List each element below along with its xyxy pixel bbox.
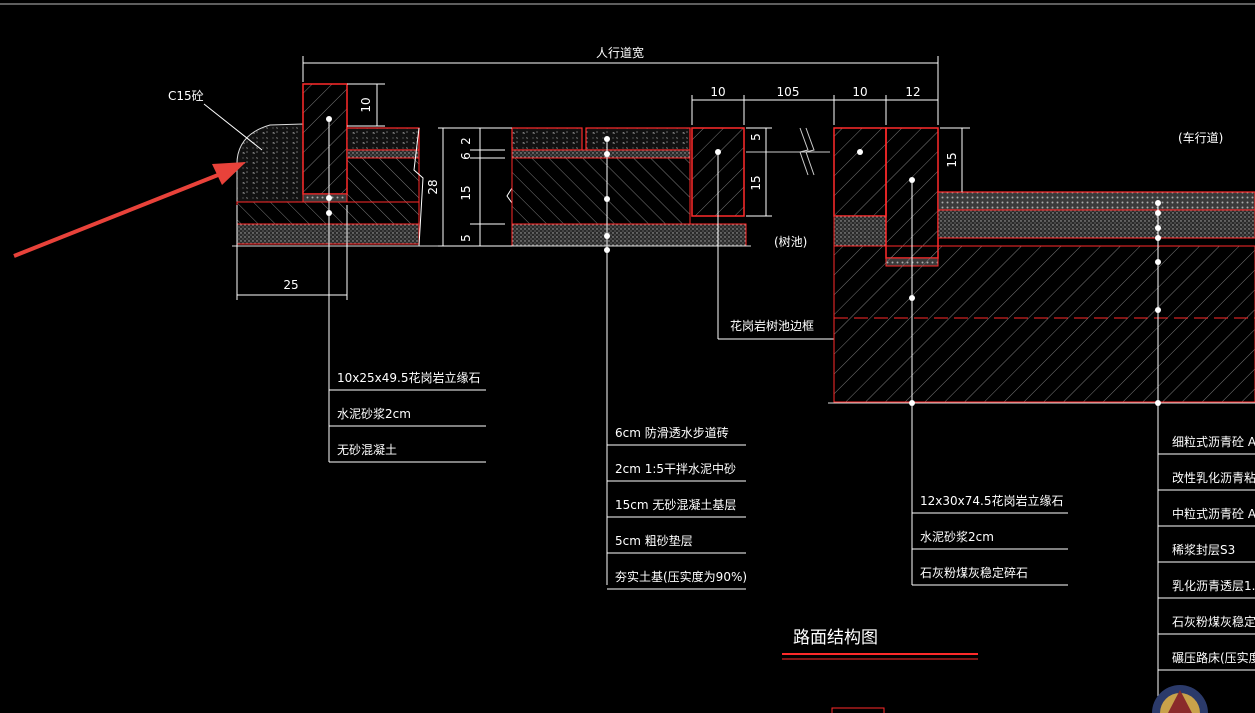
dim-curb2-w: 12 — [905, 85, 920, 99]
mid-sand-cushion — [511, 223, 747, 247]
dim-road-h: 15 — [945, 152, 959, 167]
left-curb-stone — [302, 83, 348, 195]
paver-1 — [511, 127, 583, 151]
callout-middle-item: 5cm 粗砂垫层 — [615, 533, 693, 548]
dim-pit-w2: 105 — [777, 85, 800, 99]
callout-middle-item: 6cm 防滑透水步道砖 — [615, 425, 729, 440]
left-paver — [346, 127, 420, 151]
dim-curb-base-width: 25 — [283, 278, 298, 292]
mid-base-layer — [511, 157, 691, 225]
callout-left-item: 10x25x49.5花岗岩立缘石 — [337, 370, 480, 385]
logo-fragment — [1152, 685, 1208, 713]
label-c15: C15砼 — [168, 89, 204, 103]
callout-road: 细粒式沥青砼 AC- 改性乳化沥青粘层0. 中粒式沥青砼 AC- 稀浆封层S3 乳化沥青… — [1158, 434, 1255, 671]
left-sand-layer — [346, 149, 420, 159]
road-surface-layer — [937, 191, 1255, 211]
left-curb-section — [232, 83, 424, 462]
callout-curb-item: 水泥砂浆2cm — [920, 529, 994, 544]
red-arrow-annotation — [13, 162, 246, 258]
dim-pit-w3: 10 — [852, 85, 867, 99]
right-road-section — [828, 127, 1255, 713]
left-base-layer — [346, 157, 420, 203]
left-sand-cushion — [236, 223, 420, 245]
label-tree-pit: (树池) — [774, 234, 807, 249]
dim-layer-d: 5 — [459, 234, 473, 242]
dim-layers-total: 28 — [426, 179, 440, 194]
diagram-title: 路面结构图 — [793, 628, 878, 648]
callout-road-item: 石灰粉煤灰稳定碎石( — [1172, 614, 1255, 629]
callout-curb-item: 12x30x74.5花岗岩立缘石 — [920, 493, 1063, 508]
middle-pavement-section — [232, 127, 834, 585]
callout-road-item: 稀浆封层S3 — [1172, 542, 1235, 557]
callout-road-item: 中粒式沥青砼 AC- — [1172, 506, 1255, 521]
dim-step-mid: 15 — [749, 175, 763, 190]
callout-road-item: 乳化沥青透层1.0L/ — [1172, 579, 1255, 593]
callout-middle: 6cm 防滑透水步道砖 2cm 1:5干拌水泥中砂 15cm 无砂混凝土基层 5cm … — [607, 425, 747, 590]
dim-layer-a: 2 — [459, 137, 473, 145]
label-roadway: (车行道) — [1178, 130, 1223, 145]
callout-left-item: 水泥砂浆2cm — [337, 406, 411, 421]
mid-sand-layer — [511, 149, 691, 159]
dim-sidewalk-width: 人行道宽 — [596, 45, 644, 60]
callout-left-item: 无砂混凝土 — [337, 442, 397, 457]
dim-step-top: 5 — [749, 133, 763, 141]
road-base-layer — [833, 245, 1255, 403]
paver-2 — [585, 127, 691, 151]
dimension-lines — [236, 56, 970, 300]
c15-haunch — [236, 123, 304, 203]
callout-middle-item: 15cm 无砂混凝土基层 — [615, 497, 736, 512]
callout-middle-item: 2cm 1:5干拌水泥中砂 — [615, 461, 736, 476]
dim-pit-w1: 10 — [710, 85, 725, 99]
left-curb-mortar — [302, 193, 348, 203]
callout-curb-item: 石灰粉煤灰稳定碎石 — [920, 565, 1028, 580]
callout-road-item: 改性乳化沥青粘层0. — [1172, 470, 1255, 485]
dim-curb-height: 10 — [359, 97, 373, 112]
road-binder-layer — [937, 209, 1255, 239]
dim-layer-c: 15 — [459, 185, 473, 200]
callout-middle-item: 夯实土基(压实度为90%) — [615, 569, 747, 584]
tree-pit-gap — [746, 127, 830, 176]
tree-pit-edge-stone-right — [833, 127, 887, 217]
callout-road-item: 细粒式沥青砼 AC- — [1172, 434, 1255, 449]
label-granite-edge: 花岗岩树池边框 — [730, 318, 814, 333]
dim-layer-b: 6 — [459, 152, 473, 160]
callout-road-item: 碾压路床(压实度为9 — [1172, 650, 1255, 665]
